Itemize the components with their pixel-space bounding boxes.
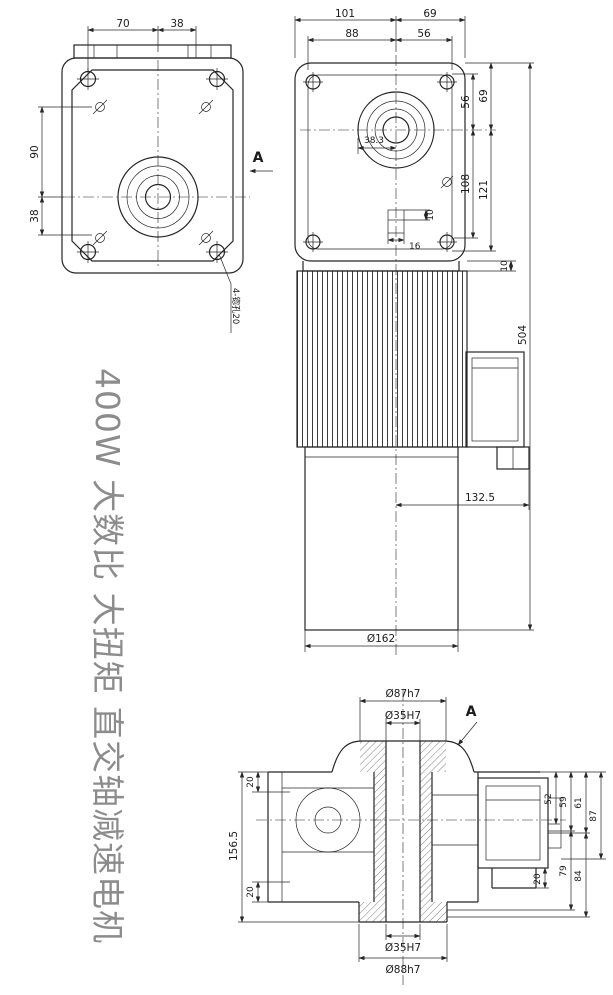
dim-side-101: 101 <box>335 8 355 20</box>
hole-count-note: 4-锪孔20 <box>230 288 241 324</box>
dim-section-20-top-left: 20 <box>246 776 256 788</box>
dim-section-20-bottom-left: 20 <box>246 886 256 898</box>
dim-side-121: 121 <box>478 180 490 200</box>
dim-side-56-top: 56 <box>417 28 431 40</box>
dim-side-504: 504 <box>517 325 529 345</box>
dim-front-top-70: 70 <box>116 18 129 30</box>
dim-side-16: 16 <box>409 242 421 252</box>
dim-side-10-boss: 10 <box>426 209 436 221</box>
section-view: Ø87h7 Ø35H7 A 20 20 156.5 <box>228 688 606 985</box>
dim-section-61: 61 <box>574 797 584 808</box>
dim-section-35H7-top: Ø35H7 <box>385 710 421 722</box>
view-a-label: A <box>253 150 264 166</box>
dim-front-left-90: 90 <box>29 145 41 158</box>
section-a-label: A <box>466 704 477 720</box>
dim-front-left-38: 38 <box>29 209 41 222</box>
dim-section-79: 79 <box>559 865 569 877</box>
dim-section-59: 59 <box>559 796 569 808</box>
dim-front-top-38: 38 <box>170 18 183 30</box>
dim-side-132-5: 132.5 <box>465 492 495 504</box>
dim-section-20-right: 20 <box>533 873 543 885</box>
dim-side-69-top: 69 <box>423 8 436 20</box>
dim-side-dia-162: Ø162 <box>367 633 395 645</box>
dim-section-88h7: Ø88h7 <box>386 964 421 976</box>
dim-section-52: 52 <box>544 793 554 804</box>
dim-side-10-flange: 10 <box>500 260 510 272</box>
dim-section-84: 84 <box>574 870 584 882</box>
dim-section-87: 87 <box>589 810 599 821</box>
dim-side-108: 108 <box>460 174 472 194</box>
dim-section-87h7: Ø87h7 <box>386 688 421 700</box>
dim-section-156-5: 156.5 <box>228 831 240 861</box>
dim-section-35H7-bottom: Ø35H7 <box>385 942 421 954</box>
dim-side-56-right: 56 <box>460 95 472 109</box>
dim-side-38-3: 38.3 <box>364 136 384 146</box>
dim-side-88: 88 <box>345 28 358 40</box>
front-view: 70 38 90 38 4-锪孔20 A <box>29 18 273 333</box>
side-view: 101 69 88 56 38.3 56 69 108 121 <box>294 8 534 656</box>
dim-side-69-right: 69 <box>478 89 490 102</box>
section-a-arrow-icon <box>457 721 478 746</box>
